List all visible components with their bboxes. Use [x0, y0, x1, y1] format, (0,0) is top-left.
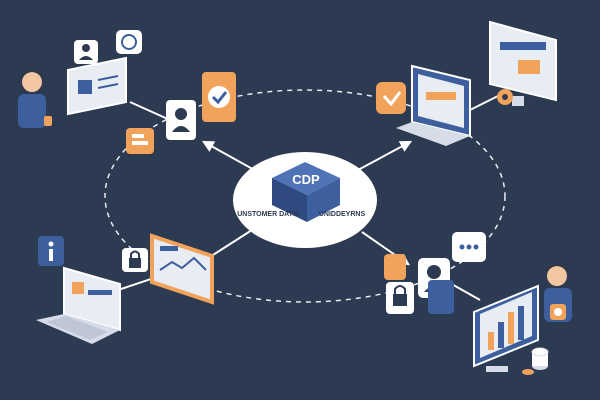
- cluster-top-right: [376, 20, 557, 146]
- hub-label: CDP: [292, 172, 320, 187]
- hub-box-right: [307, 178, 340, 222]
- bar-chart-monitor-icon: [473, 284, 539, 372]
- monitor-icon: [489, 20, 557, 106]
- hub-caption-left: UNSTOMER DATM: [237, 211, 299, 218]
- connector-far-top-left: [129, 101, 171, 121]
- connector-top-right: [357, 140, 413, 171]
- chat-bubble-icon: [116, 30, 142, 54]
- lock-icon: [386, 282, 414, 314]
- orbit-ring: [104, 89, 506, 303]
- user-card-icon-secondary: [166, 100, 196, 140]
- hub-box-left: [272, 178, 307, 222]
- lock-icon: [122, 248, 148, 272]
- cluster-top-left: [18, 30, 236, 154]
- person-avatar-icon: [544, 265, 572, 322]
- laptop-icon: [396, 64, 471, 146]
- hub-caption-right: UNIDDEYRNS: [319, 211, 366, 218]
- check-badge-icon: [202, 72, 236, 122]
- person-avatar-icon: [18, 71, 52, 128]
- laptop-icon: [36, 266, 121, 344]
- heart-badge-icon: [376, 82, 406, 114]
- info-badge-icon: [38, 236, 64, 266]
- connector-top-left: [201, 140, 259, 173]
- orange-tag-icon: [384, 254, 406, 280]
- chat-bubble-icon-orange: [126, 128, 154, 154]
- cdp-hub: CDP UNSTOMER DATM UNIDDEYRNS: [233, 152, 377, 248]
- cluster-bottom-right: [384, 232, 572, 375]
- chart-window-icon: [150, 233, 214, 305]
- cluster-bottom-left: [36, 233, 214, 344]
- hub-box-top: [272, 162, 340, 195]
- tablet-icon: [428, 280, 454, 314]
- user-card-icon: [74, 40, 98, 64]
- connector-far-top-right: [469, 94, 501, 111]
- gear-icon: [497, 89, 513, 105]
- chat-bubble-icon: [452, 232, 486, 262]
- monitor-icon: [67, 56, 127, 116]
- coin-stack-icon: [522, 347, 549, 375]
